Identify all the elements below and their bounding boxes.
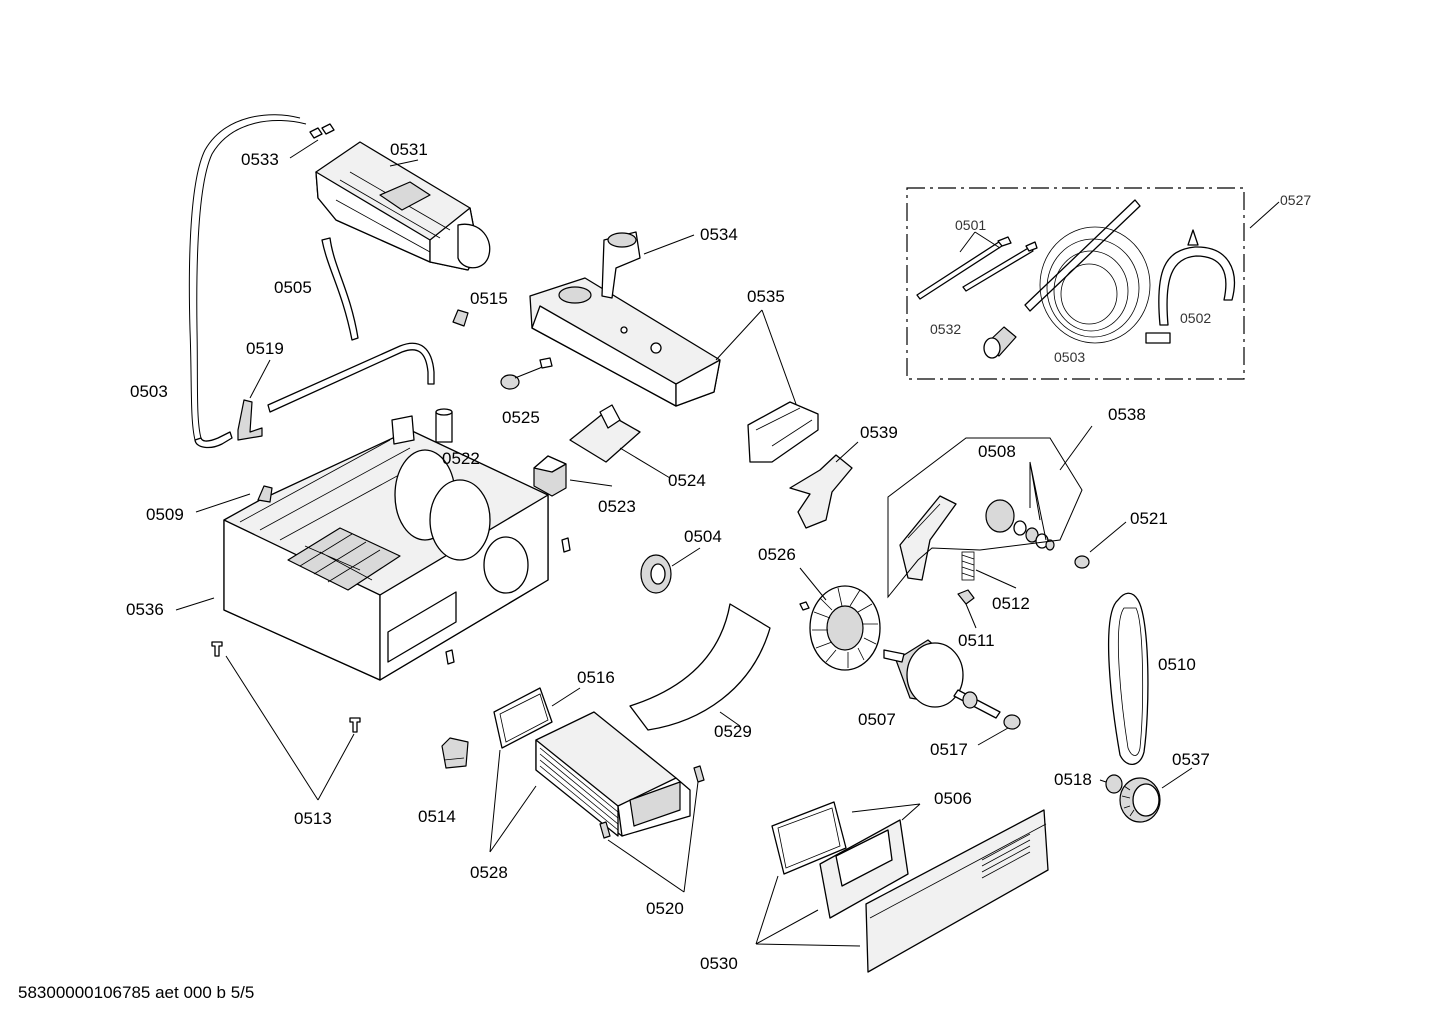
label-0511: 0511: [958, 631, 995, 650]
seal-part: [493, 687, 553, 749]
label-0528: 0528: [470, 863, 508, 882]
water-container-part: [309, 123, 491, 271]
capacitor-part: [435, 408, 453, 443]
label-0512: 0512: [992, 594, 1030, 613]
label-0516: 0516: [577, 668, 615, 687]
label-0502: 0502: [1180, 310, 1211, 326]
sensor-cable-part: [500, 357, 553, 390]
screws-part: [599, 765, 705, 839]
front-panel-part: [865, 809, 1049, 973]
label-0530: 0530: [700, 954, 738, 973]
label-0514: 0514: [418, 807, 456, 826]
label-0534: 0534: [700, 225, 738, 244]
label-0533: 0533: [241, 150, 279, 169]
kit-hose-coil: [1024, 199, 1151, 344]
label-0523: 0523: [598, 497, 636, 516]
fan-seal-part: [640, 554, 672, 594]
valve-part: [533, 455, 567, 497]
label-0526: 0526: [758, 545, 796, 564]
label-0524: 0524: [668, 471, 706, 490]
label-0525: 0525: [502, 408, 540, 427]
label-0510: 0510: [1158, 655, 1196, 674]
document-id: 58300000106785 aet 000 b 5/5: [18, 983, 254, 1002]
filter-seal-part: [771, 801, 847, 875]
label-0517: 0517: [930, 740, 968, 759]
label-0509: 0509: [146, 505, 184, 524]
label-0531: 0531: [390, 140, 428, 159]
flap-part: [789, 454, 853, 529]
label-0532: 0532: [930, 321, 961, 337]
spring-part: [961, 551, 975, 581]
clip-part: [452, 309, 469, 327]
lever-part: [257, 485, 273, 503]
bracket-part: [441, 737, 469, 769]
base-frame-part: [223, 415, 549, 681]
bearing-part: [1003, 714, 1021, 730]
fan-wheel-part: [809, 585, 881, 671]
label-0518: 0518: [1054, 770, 1092, 789]
label-0508: 0508: [978, 442, 1016, 461]
label-0503: 0503: [130, 382, 168, 401]
kit-plug: [983, 326, 1017, 359]
kit-hose-bracket: [1145, 229, 1236, 344]
filter-frame-part: [819, 819, 909, 919]
hose-clip-part: [237, 399, 263, 441]
screw-part: [1074, 555, 1090, 569]
label-0503-kit: 0503: [1054, 349, 1085, 365]
label-0527: 0527: [1280, 192, 1311, 208]
label-0519: 0519: [246, 339, 284, 358]
pin-part: [957, 589, 975, 605]
label-0535: 0535: [747, 287, 785, 306]
air-duct-part: [747, 401, 819, 463]
long-hose-part: [188, 114, 301, 441]
kit-box-frame: [906, 187, 1245, 380]
label-0513: 0513: [294, 809, 332, 828]
label-0538: 0538: [1108, 405, 1146, 424]
motor-part: [883, 639, 1001, 719]
kit-cable-ties: [916, 236, 1038, 300]
label-0507: 0507: [858, 710, 896, 729]
heat-exchanger-part: [535, 711, 691, 837]
leader-lines: [175, 139, 1280, 947]
label-0537: 0537: [1172, 750, 1210, 769]
tension-pulley-part: [899, 495, 1055, 581]
label-0501: 0501: [955, 217, 986, 233]
callout-labels: 0533 0531 0534 0527 0501 0532 0503 0502 …: [126, 140, 1311, 973]
label-0521: 0521: [1130, 509, 1168, 528]
label-0515: 0515: [470, 289, 508, 308]
label-0506: 0506: [934, 789, 972, 808]
label-0529: 0529: [714, 722, 752, 741]
drain-hose-part: [321, 237, 359, 341]
foot-screws-part: [211, 537, 571, 733]
plate-part: [569, 411, 641, 463]
label-0520: 0520: [646, 899, 684, 918]
drive-belt-part: [1107, 592, 1149, 766]
label-0522: 0522: [442, 449, 480, 468]
duct-part: [529, 231, 721, 407]
hose-part: [267, 342, 435, 413]
fan-housing-part: [629, 603, 771, 731]
pulley-wheel-part: [1119, 777, 1161, 823]
label-0536: 0536: [126, 600, 164, 619]
pulley-bearing-part: [1105, 774, 1123, 794]
label-0504: 0504: [684, 527, 722, 546]
label-0539: 0539: [860, 423, 898, 442]
label-0505: 0505: [274, 278, 312, 297]
